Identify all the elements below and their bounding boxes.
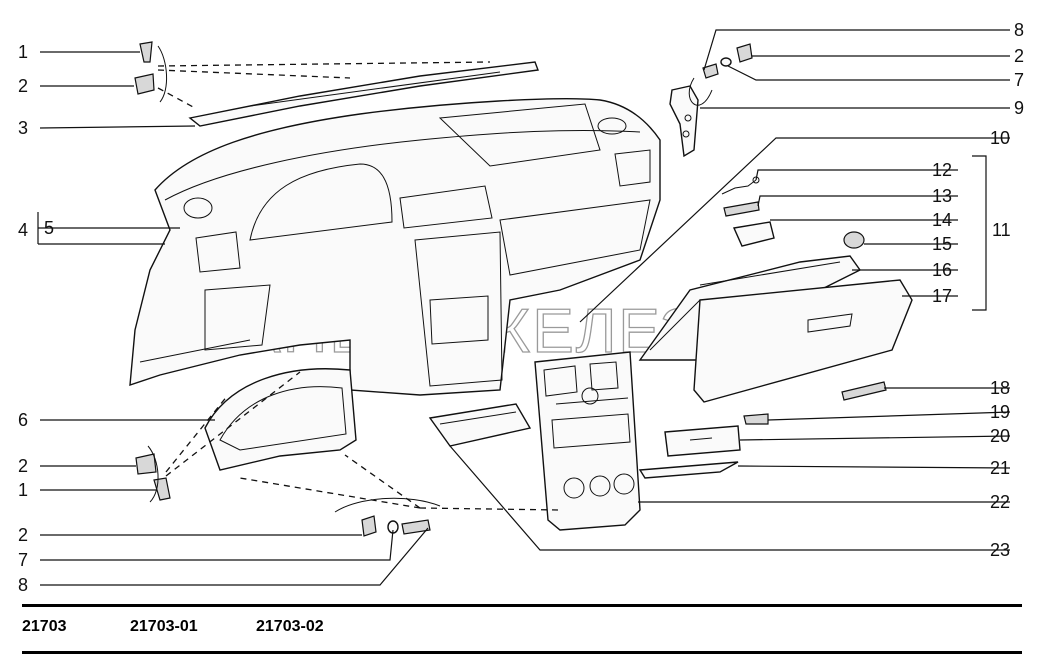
part-15-stop-buffer xyxy=(843,231,865,249)
part-12-wire-spring xyxy=(721,176,760,195)
assembly-arrows xyxy=(147,45,713,513)
callout-13: 13 xyxy=(932,186,952,206)
callout-21: 21 xyxy=(990,458,1010,478)
part-1-screw-upper-left xyxy=(139,41,153,63)
callout-2-mid: 2 xyxy=(18,456,28,476)
part-2-clip-bottom xyxy=(361,515,377,537)
callout-6: 6 xyxy=(18,410,28,430)
part-6-cluster-cover xyxy=(204,368,357,471)
part-5-instrument-panel xyxy=(129,98,661,396)
callout-2-bottom: 2 xyxy=(18,525,28,545)
callout-1-mid: 1 xyxy=(18,480,28,500)
leader-lines xyxy=(37,29,1011,586)
part-8-screw-top xyxy=(702,63,719,79)
callout-11: 11 xyxy=(992,220,1011,240)
callout-22: 22 xyxy=(990,492,1010,512)
callout-16: 16 xyxy=(932,260,952,280)
part-2-clip-upper-left xyxy=(134,73,155,95)
part-21-tray-mat xyxy=(638,461,739,479)
callout-15: 15 xyxy=(932,234,952,254)
callout-9: 9 xyxy=(1014,98,1024,118)
part-23-storage-box xyxy=(428,403,532,447)
part-2-clip-lower-left xyxy=(135,453,157,475)
variant-label-3: 21703-02 xyxy=(256,618,324,635)
callout-2-right: 2 xyxy=(1014,46,1024,66)
part-22-center-console xyxy=(534,351,641,531)
callout-17: 17 xyxy=(932,286,952,306)
callout-1-top: 1 xyxy=(18,42,28,62)
callout-5: 5 xyxy=(44,218,54,238)
part-17-glovebox-lid xyxy=(693,279,913,403)
callout-7-bottom: 7 xyxy=(18,550,28,570)
part-7-washer-top xyxy=(720,57,732,67)
part-14-latch xyxy=(732,221,775,247)
variant-label-2: 21703-01 xyxy=(130,618,198,635)
part-20-cover xyxy=(664,425,741,457)
callout-labels: 1 2 3 4 5 6 2 1 2 7 8 8 2 7 9 10 11 12 1… xyxy=(18,20,1024,595)
variant-footer: 21703 21703-01 21703-02 xyxy=(22,604,1022,654)
callout-19: 19 xyxy=(990,402,1010,422)
part-19-bolt xyxy=(743,413,769,425)
callout-7-right: 7 xyxy=(1014,70,1024,90)
part-3-defroster-trim xyxy=(188,61,539,127)
callout-12: 12 xyxy=(932,160,952,180)
part-13-hinge-pin xyxy=(723,201,760,217)
callout-14: 14 xyxy=(932,210,952,230)
callout-23: 23 xyxy=(990,540,1010,560)
part-9-bracket xyxy=(669,85,699,158)
callout-8-bottom: 8 xyxy=(18,575,28,595)
callout-20: 20 xyxy=(990,426,1010,446)
variant-label-1: 21703 xyxy=(22,618,67,635)
callout-10: 10 xyxy=(990,128,1010,148)
callout-18: 18 xyxy=(990,378,1010,398)
part-8-screw-bottom xyxy=(401,519,431,535)
callout-2-top: 2 xyxy=(18,76,28,96)
callout-3: 3 xyxy=(18,118,28,138)
callout-8-top: 8 xyxy=(1014,20,1024,40)
part-2-clip-top-right xyxy=(736,43,753,63)
part-18-rod xyxy=(841,381,887,401)
callout-4: 4 xyxy=(18,220,28,240)
